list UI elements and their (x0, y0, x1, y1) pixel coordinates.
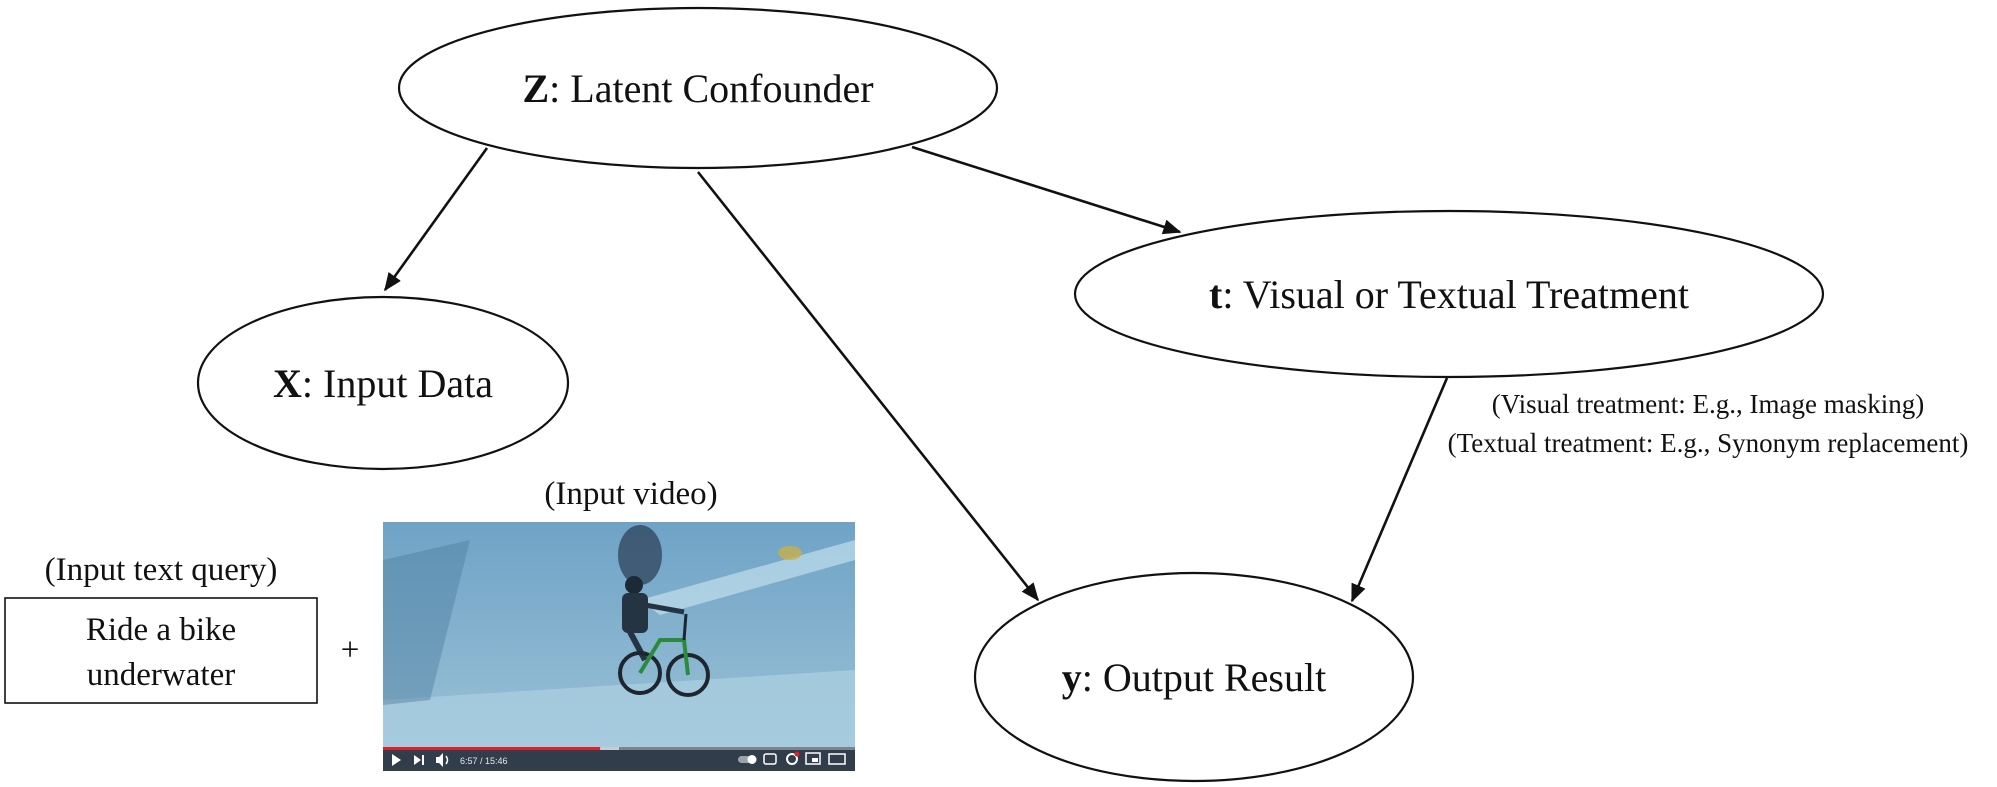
node-y-label: y: Output Result (1062, 655, 1326, 700)
node-x-label: X: Input Data (273, 361, 493, 406)
video-progress-fill[interactable] (383, 747, 601, 750)
node-y-symbol: y (1062, 655, 1082, 700)
edge-z-to-y (696, 171, 1040, 602)
bike-rear-wheel (618, 651, 662, 695)
node-z-symbol: Z (522, 66, 549, 111)
video-time: 6:57 / 15:46 (460, 756, 508, 766)
node-z-label: Z: Latent Confounder (522, 66, 873, 111)
node-t-label: t: Visual or Textual Treatment (1209, 272, 1689, 317)
node-x-text: : Input Data (302, 361, 493, 406)
edge-t-to-y (1350, 377, 1449, 603)
bike-front-wheel (666, 653, 710, 697)
edge-z-to-x (383, 147, 489, 292)
node-x-ellipse (196, 295, 570, 471)
diver-silhouette (618, 525, 662, 585)
bicycle (618, 613, 710, 697)
text-query-line1: Ride a bike (86, 612, 236, 648)
light-streak (640, 540, 855, 615)
video-frame: 6:57 / 15:46 (383, 522, 855, 771)
input-video-caption: (Input video) (544, 476, 717, 512)
textual-treatment-note: (Textual treatment: E.g., Synonym replac… (1448, 428, 1969, 458)
node-z-text: : Latent Confounder (549, 66, 873, 111)
rider-head (625, 576, 643, 594)
video-controls-bar (383, 748, 855, 771)
node-x-input-data: X: Input Data (196, 295, 570, 471)
edge-z-to-t (911, 145, 1182, 235)
text-query-box (4, 597, 318, 704)
node-y-output-result: y: Output Result (973, 571, 1415, 783)
bike-fork (682, 613, 688, 641)
text-query-line2: underwater (87, 657, 235, 693)
node-x-symbol: X (273, 361, 302, 406)
plus-sign: + (341, 632, 360, 668)
miniplayer-icon[interactable] (805, 752, 821, 765)
node-z-ellipse (397, 6, 999, 170)
node-y-ellipse (973, 571, 1415, 783)
rider-arm (644, 602, 685, 615)
volume-icon[interactable] (436, 753, 449, 767)
next-icon[interactable] (414, 755, 424, 765)
pool-floor (383, 670, 855, 771)
node-t-text: : Visual or Textual Treatment (1222, 272, 1689, 317)
pool-object (778, 546, 802, 560)
rider-leg (627, 630, 648, 662)
pool-wall-shadow (383, 540, 470, 705)
node-t-ellipse (1073, 209, 1825, 379)
bike-frame (638, 638, 690, 676)
bike-rider (622, 576, 685, 662)
autoplay-toggle-icon[interactable] (738, 755, 757, 764)
node-t-symbol: t (1209, 272, 1223, 317)
captions-icon[interactable] (763, 753, 777, 765)
node-t-treatment: t: Visual or Textual Treatment (1073, 209, 1825, 379)
visual-treatment-note: (Visual treatment: E.g., Image masking) (1492, 389, 1925, 419)
theater-mode-icon[interactable] (828, 753, 846, 765)
rider-body (622, 593, 648, 633)
play-icon[interactable] (392, 754, 401, 766)
hd-badge-icon (794, 751, 800, 757)
settings-icon[interactable] (786, 753, 798, 765)
node-y-text: : Output Result (1082, 655, 1326, 700)
node-z-latent-confounder: Z: Latent Confounder (397, 6, 999, 170)
input-text-caption: (Input text query) (45, 552, 278, 588)
